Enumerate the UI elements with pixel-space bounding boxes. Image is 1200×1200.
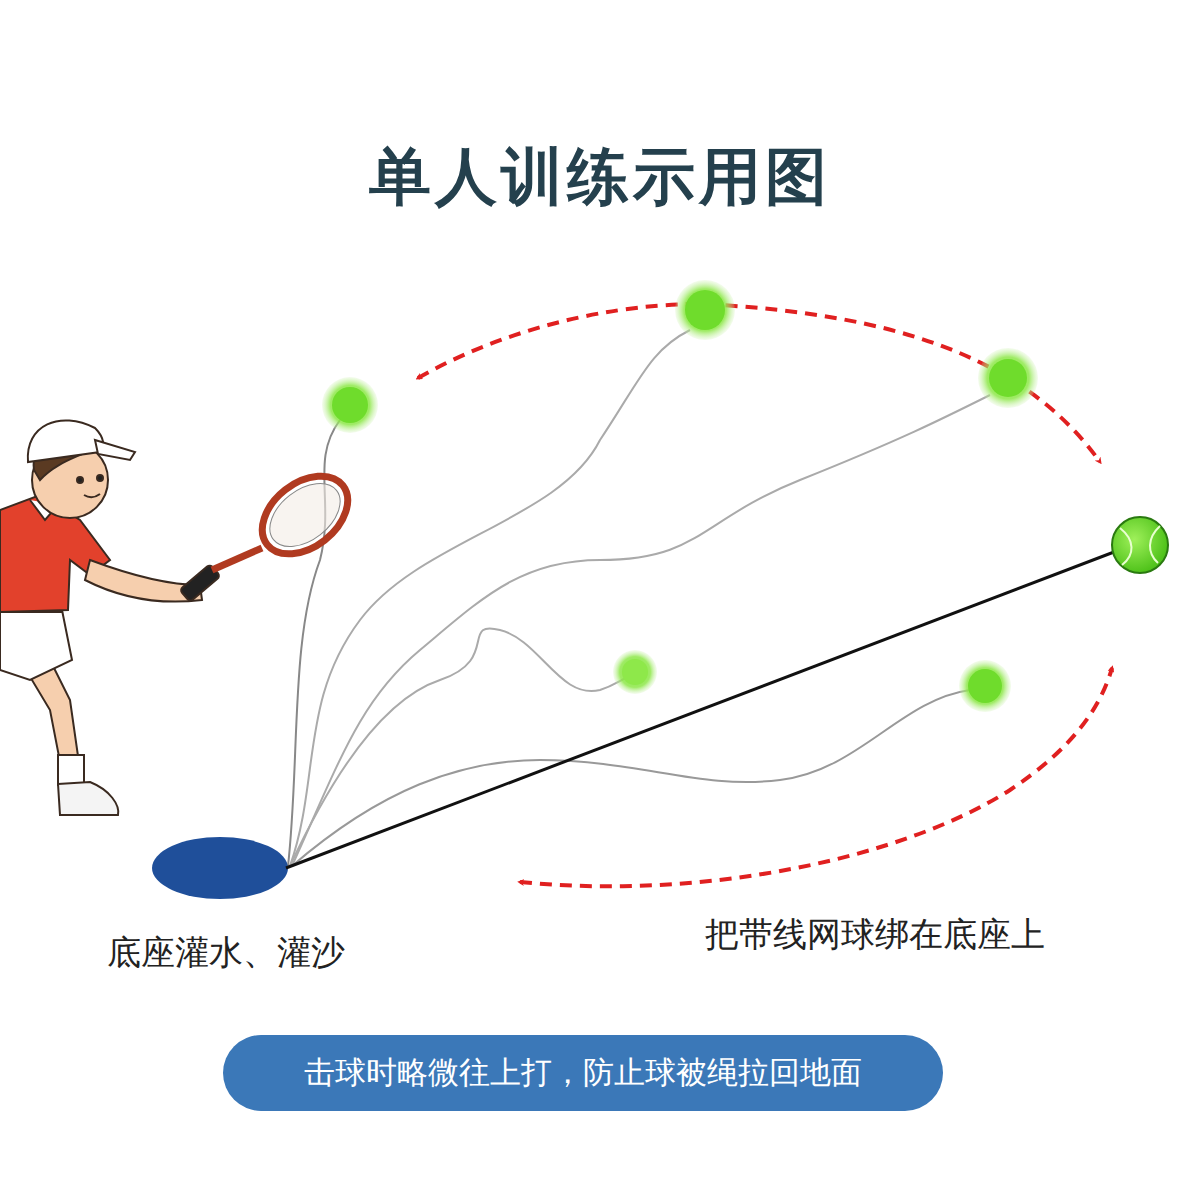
motion-arc <box>418 304 1100 462</box>
water-base <box>152 837 288 899</box>
rope <box>286 552 1114 868</box>
rope-trace <box>288 330 990 866</box>
caption-label: 底座灌水、灌沙 <box>107 930 345 976</box>
note-pill: 击球时略微往上打，防止球被绳拉回地面 <box>223 1035 943 1111</box>
tennis-ball-motion <box>322 280 1038 712</box>
diagram-title: 单人训练示用图 <box>369 135 831 219</box>
caption-label: 把带线网球绑在底座上 <box>705 912 1045 958</box>
note-text: 击球时略微往上打，防止球被绳拉回地面 <box>304 1052 862 1094</box>
tennis-ball <box>1112 517 1168 573</box>
tennis-player <box>0 420 363 815</box>
motion-arc <box>520 668 1112 886</box>
